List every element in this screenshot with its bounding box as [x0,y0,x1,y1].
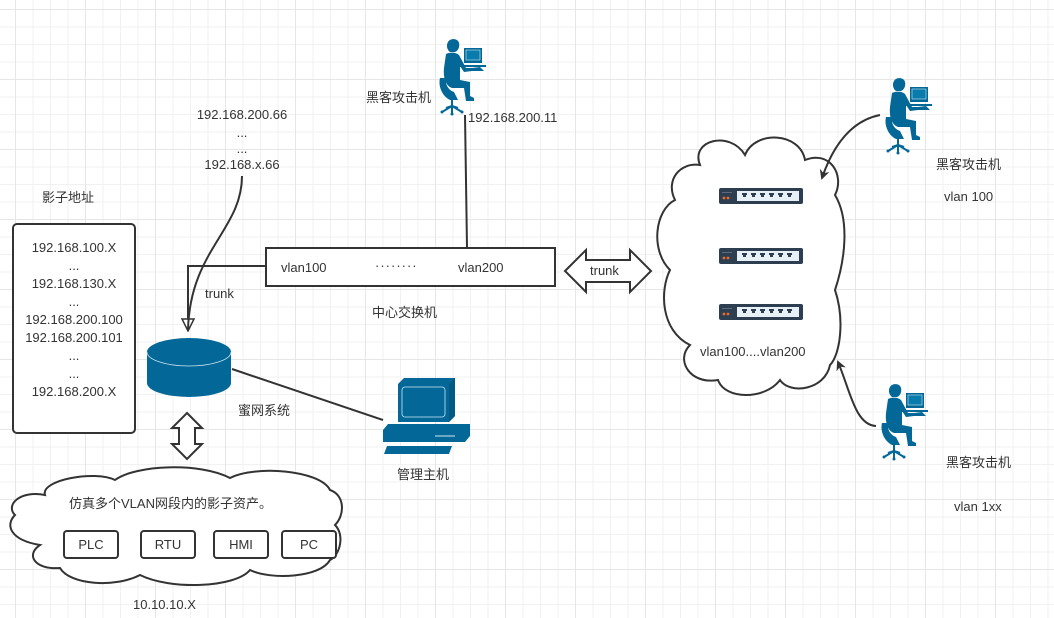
attacker-vlan100-icon [884,77,933,156]
management-host-label: 管理主机 [397,467,450,482]
asset-rtu: RTU [140,530,196,559]
asset-cloud-caption: 仿真多个VLAN网段内的影子资产。 [69,496,272,511]
central-switch-label: 中心交换机 [372,305,438,320]
asset-subnet-label: 10.10.10.X [133,597,196,612]
attacker-vlan1xx-icon [880,383,929,462]
switch-port-vlan200: vlan200 [458,260,504,275]
ip-range-connector [187,175,243,331]
ip-range-line: 192.168.200.66 [196,107,288,122]
asset-plc: PLC [63,530,119,559]
shadow-address-title: 影子地址 [42,190,95,205]
attacker-uplink-line [464,114,468,248]
honeynet-label: 蜜网系统 [238,403,291,418]
trunk-left-label: trunk [205,286,234,301]
trunk-left-connector [188,265,265,330]
trunk-right-label: trunk [590,263,619,278]
central-switch: vlan100 ········ vlan200 [265,247,556,287]
vlan-switch-icon [719,188,803,204]
attacker-vlan100-connector [819,114,881,180]
shadow-address-box: 192.168.100.X ... 192.168.130.X ... 192.… [12,223,136,434]
switch-port-dots: ········ [375,258,418,273]
top-attacker-label: 黑客攻击机 [366,90,432,105]
shadow-address-line: ... [68,258,80,273]
attacker-vlan1xx-vlan: vlan 1xx [954,499,1002,514]
trunk-double-arrow [563,247,653,295]
ip-range-line: ... [236,141,248,156]
asset-hmi: HMI [213,530,269,559]
shadow-address-line: 192.168.200.100 [25,312,123,327]
vlan-switch-icon [719,248,803,264]
vlan-cloud-label: vlan100....vlan200 [700,344,806,359]
vlan-switch-icon [719,304,803,320]
ip-range-line: ... [236,125,248,140]
attacker-vlan1xx-label: 黑客攻击机 [946,455,1012,470]
shadow-address-line: 192.168.200.X [31,384,117,399]
management-link-line [231,368,384,421]
shadow-address-line: 192.168.200.101 [25,330,123,345]
management-computer-icon [383,378,470,454]
shadow-address-line: ... [68,366,80,381]
attacker-vlan100-label: 黑客攻击机 [936,157,1002,172]
ip-range-line: 192.168.x.66 [204,157,280,172]
attacker-vlan1xx-connector [836,360,877,427]
switch-port-vlan100: vlan100 [281,260,327,275]
attacker-vlan100-vlan: vlan 100 [944,189,994,204]
asset-pc: PC [281,530,337,559]
top-attacker-icon [438,38,487,117]
top-attacker-ip: 192.168.200.11 [468,110,558,125]
asset-cloud [9,466,343,586]
shadow-address-line: ... [68,294,80,309]
trunk-ip-range: 192.168.200.66 ... ... 192.168.x.66 [180,106,304,174]
honeynet-asset-double-arrow [169,411,205,461]
shadow-address-line: 192.168.100.X [31,240,117,255]
shadow-address-line: ... [68,348,80,363]
honeynet-database-icon [146,338,232,397]
shadow-address-line: 192.168.130.X [31,276,117,291]
